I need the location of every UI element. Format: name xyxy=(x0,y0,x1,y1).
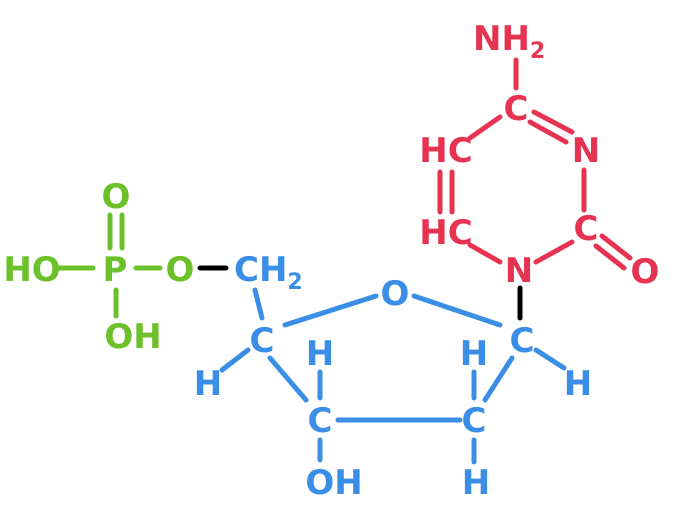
bond-c2-c1 xyxy=(482,355,515,403)
bond-c2-o-b xyxy=(593,243,627,271)
atom-nh2-subscript: 2 xyxy=(530,39,545,64)
atom-h-c1: H xyxy=(564,364,592,404)
bond-c4-n3-b xyxy=(527,119,569,145)
phosphate-bonds xyxy=(55,212,163,319)
atom-o2: O xyxy=(631,252,660,292)
atom-h-c2-bottom: H xyxy=(462,463,490,503)
atom-c1-prime: C xyxy=(510,321,535,361)
atom-ring-oxygen: O xyxy=(381,274,410,314)
sugar-group: CH2 O C C H H H H C C OH H xyxy=(194,250,592,503)
atom-ch2-c: CH xyxy=(234,250,287,290)
atom-ch2: CH2 xyxy=(234,250,303,295)
atom-oh-bottom: OH xyxy=(104,317,161,357)
phosphate-group: O HO P O OH xyxy=(3,177,194,357)
bond-c4-c3 xyxy=(267,355,309,403)
atom-ho-left: HO xyxy=(3,250,60,290)
bond-c4-ring-o xyxy=(282,293,379,328)
bond-ring-o-c1 xyxy=(411,293,503,328)
atom-hc5: HC xyxy=(419,213,472,253)
base-bonds xyxy=(437,57,633,271)
atom-o-top: O xyxy=(102,177,131,217)
atom-n1: N xyxy=(505,251,533,291)
base-group: NH2 C N HC HC C O N xyxy=(419,19,659,292)
atom-c2-base: C xyxy=(574,209,599,249)
sugar-bonds xyxy=(219,287,567,465)
bond-hc5-n1 xyxy=(467,242,503,265)
bond-ch2-c4 xyxy=(252,287,265,321)
atom-nh2-nh: NH xyxy=(473,19,530,59)
atom-c3-prime: C xyxy=(308,401,333,441)
atom-c2-prime: C xyxy=(462,401,487,441)
bond-n1-c2 xyxy=(533,239,575,265)
atom-nh2: NH2 xyxy=(473,19,545,64)
atom-c4-prime: C xyxy=(250,321,275,361)
atom-ch2-subscript: 2 xyxy=(287,270,302,295)
atom-o-bridge: O xyxy=(166,250,195,290)
atom-hc6: HC xyxy=(419,131,472,171)
bond-c1-h xyxy=(533,347,567,371)
atom-h-c2-top: H xyxy=(460,334,488,374)
bond-c4-hc6 xyxy=(467,114,503,141)
atom-n3: N xyxy=(572,131,600,171)
bond-c2-o-a xyxy=(599,233,633,261)
atom-c4-base: C xyxy=(504,89,529,129)
atom-h-c4: H xyxy=(194,364,222,404)
bond-c4-h xyxy=(219,347,251,373)
bond-c4-n3-a xyxy=(531,109,575,135)
atom-h-c3-top: H xyxy=(306,334,334,374)
atom-phosphorus: P xyxy=(103,250,128,290)
atom-oh-c3: OH xyxy=(305,463,362,503)
